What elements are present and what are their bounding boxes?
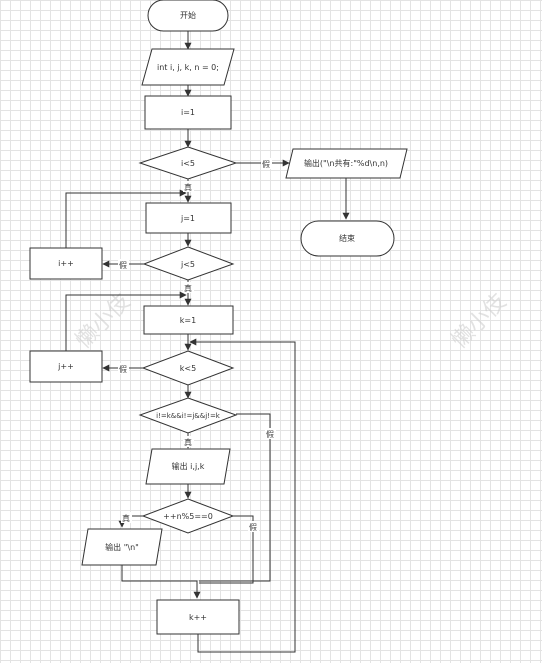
edge-j-inc-loop — [65, 291, 187, 351]
node-output-ijk: 输出 i,j,k — [145, 448, 231, 485]
edge-labels: 假 真 假 真 假 真 假 真 假 — [118, 158, 276, 532]
node-distinct-cond-label: i!=k&&i!=j&&j!=k — [156, 412, 221, 420]
edge-n-cond-false — [199, 515, 254, 584]
node-j-cond: j<5 — [142, 246, 235, 281]
node-end-label: 结束 — [339, 233, 355, 243]
label-i-cond-true: 真 — [184, 182, 192, 192]
node-k-cond-label: k<5 — [180, 364, 196, 373]
node-declare-label: int i, j, k, n = 0; — [157, 63, 219, 72]
node-j-cond-label: j<5 — [180, 260, 195, 269]
node-distinct-cond: i!=k&&i!=j&&j!=k — [138, 397, 238, 434]
watermark-left: 懒小伎 — [71, 289, 135, 353]
node-start-label: 开始 — [180, 10, 196, 20]
node-i-cond: i<5 — [138, 146, 238, 180]
node-output-ijk-label: 输出 i,j,k — [172, 461, 205, 471]
node-i-inc: i++ — [29, 247, 103, 280]
node-i-cond-label: i<5 — [181, 159, 195, 168]
node-n-cond: ++n%5==0 — [141, 498, 235, 534]
node-declare: int i, j, k, n = 0; — [141, 48, 235, 86]
node-output-total: 输出("\n共有:"%d\n,n) — [285, 148, 408, 179]
label-n-cond-true: 真 — [122, 513, 130, 523]
node-k-inc: k++ — [156, 599, 240, 635]
label-distinct-true: 真 — [184, 437, 192, 447]
node-output-newline-label: 输出 "\n" — [105, 542, 139, 552]
watermark-right: 懒小伎 — [447, 289, 511, 353]
node-k-init-label: k=1 — [180, 316, 196, 325]
node-output-total-label: 输出("\n共有:"%d\n,n) — [304, 158, 388, 168]
node-j-init: j=1 — [145, 202, 232, 234]
node-end: 结束 — [300, 220, 395, 257]
edge-i-inc-loop — [65, 189, 187, 248]
label-j-cond-true: 真 — [184, 283, 192, 293]
node-j-init-label: j=1 — [180, 214, 195, 223]
label-j-cond-false: 假 — [119, 261, 127, 270]
node-output-newline: 输出 "\n" — [81, 528, 163, 566]
label-distinct-false: 假 — [266, 430, 274, 439]
label-k-cond-false: 假 — [119, 365, 127, 374]
node-start: 开始 — [147, 0, 229, 32]
node-k-inc-label: k++ — [189, 613, 207, 622]
node-j-inc: j++ — [29, 350, 103, 383]
node-k-cond: k<5 — [141, 350, 235, 386]
node-i-init: i=1 — [144, 95, 232, 130]
edge-k-inc-loop — [189, 338, 296, 653]
label-n-cond-false: 假 — [249, 523, 257, 532]
edge-newline-to-k-inc — [121, 565, 201, 599]
label-i-cond-false: 假 — [262, 160, 270, 169]
node-n-cond-label: ++n%5==0 — [163, 512, 213, 521]
edge-distinct-false — [199, 413, 271, 582]
node-i-init-label: i=1 — [181, 108, 195, 117]
node-i-inc-label: i++ — [58, 259, 74, 268]
node-k-init: k=1 — [143, 305, 234, 335]
node-j-inc-label: j++ — [57, 362, 74, 371]
